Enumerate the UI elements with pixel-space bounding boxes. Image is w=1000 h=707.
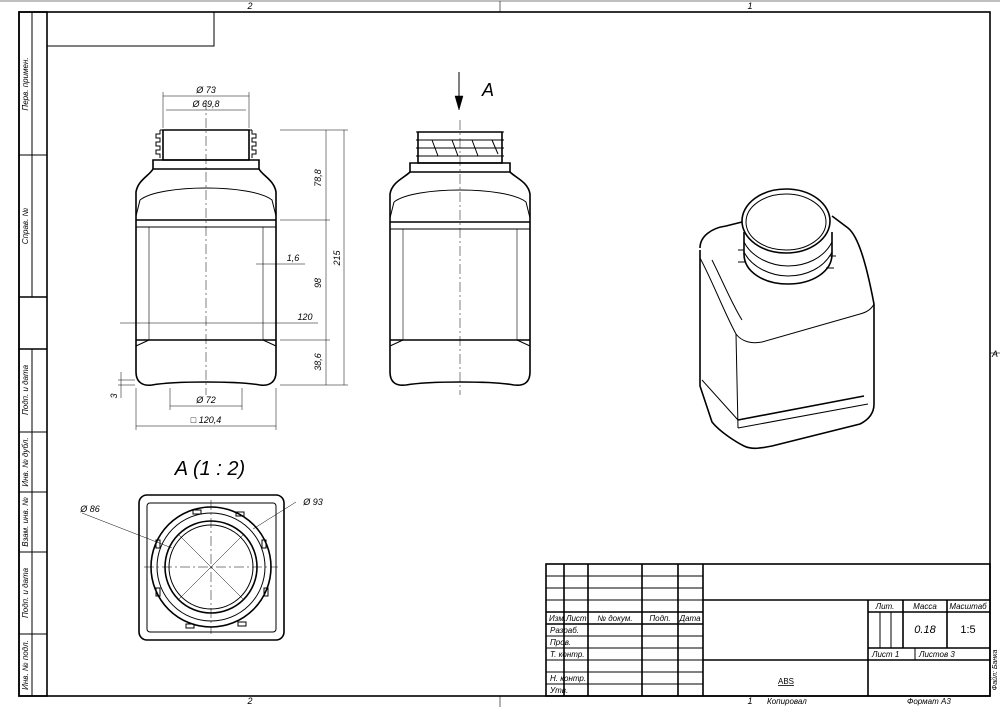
dim-38-6: 38,6 [313, 353, 323, 371]
title-block [545, 563, 991, 697]
zone-label-top-left: 2 [246, 1, 252, 11]
tb-razrab: Разраб. [550, 626, 579, 635]
tb-data: Дата [678, 614, 701, 623]
dim-1-6: 1,6 [287, 253, 300, 263]
footer-format: Формат А3 [907, 697, 951, 706]
dim-98: 98 [313, 278, 323, 288]
tb-t-kontr: Т. контр. [550, 650, 585, 659]
tb-utv: Утв. [549, 686, 568, 695]
front-view [118, 92, 348, 430]
side-label-podp-data-1: Подп. и дата [21, 364, 30, 415]
tb-sheet-label: Лист 1 [871, 650, 899, 659]
dim-dia-73: Ø 73 [195, 85, 216, 95]
dim-dia-69-8: Ø 69,8 [191, 99, 219, 109]
footer-kopiroval: Копировал [767, 697, 807, 706]
isometric-view [699, 188, 875, 450]
detail-view-a [81, 494, 297, 641]
side-label-podp-data-2: Подп. и дата [21, 567, 30, 618]
side-strip [18, 11, 48, 697]
view-arrow-label-a: A [481, 80, 494, 100]
tb-mass-value: 0.18 [914, 624, 936, 636]
zone-label-bottom-left: 2 [246, 696, 252, 706]
tb-scale-value: 1:5 [960, 624, 975, 636]
side-label-perv-primen: Перв. примен. [21, 57, 30, 110]
dim-120: 120 [297, 312, 312, 322]
tb-podp: Подп. [649, 614, 670, 623]
tb-list: Лист [565, 614, 587, 623]
detail-view-title: A (1 : 2) [174, 458, 245, 480]
dim-dia-93: Ø 93 [302, 497, 323, 507]
dim-3: 3 [109, 393, 119, 398]
footer-file: Файл: Банка [991, 650, 999, 691]
side-label-vzam-inv: Взам. инв. № [21, 497, 30, 547]
tb-massa-header: Масса [913, 602, 937, 611]
tb-n-kontr: Н. контр. [550, 674, 586, 683]
tb-lit-header: Лит. [875, 602, 895, 611]
side-label-inv-dubl: Инв. № дубл. [21, 437, 30, 486]
side-label-sprav-no: Справ. № [21, 207, 30, 244]
zone-label-bottom-right: 1 [747, 696, 752, 706]
tb-material: ABS [778, 677, 794, 686]
tb-prov: Пров. [550, 638, 571, 647]
dim-sq-120-4: □ 120,4 [191, 415, 221, 425]
side-view [389, 72, 531, 395]
dim-dia-72: Ø 72 [195, 395, 216, 405]
tb-masshtab-header: Масштаб [949, 602, 987, 611]
side-label-inv-podl: Инв. № подл. [21, 640, 30, 690]
dim-215: 215 [332, 250, 342, 267]
tb-sheets-label: Листов 3 [918, 650, 955, 659]
zone-label-top-right: 1 [747, 1, 752, 11]
dim-dia-86: Ø 86 [79, 504, 100, 514]
zone-label-right: A [991, 349, 998, 359]
dim-78-8: 78,8 [313, 169, 323, 187]
tb-no-dokum: № докум. [597, 614, 632, 623]
tb-izm: Изм. [549, 614, 566, 623]
